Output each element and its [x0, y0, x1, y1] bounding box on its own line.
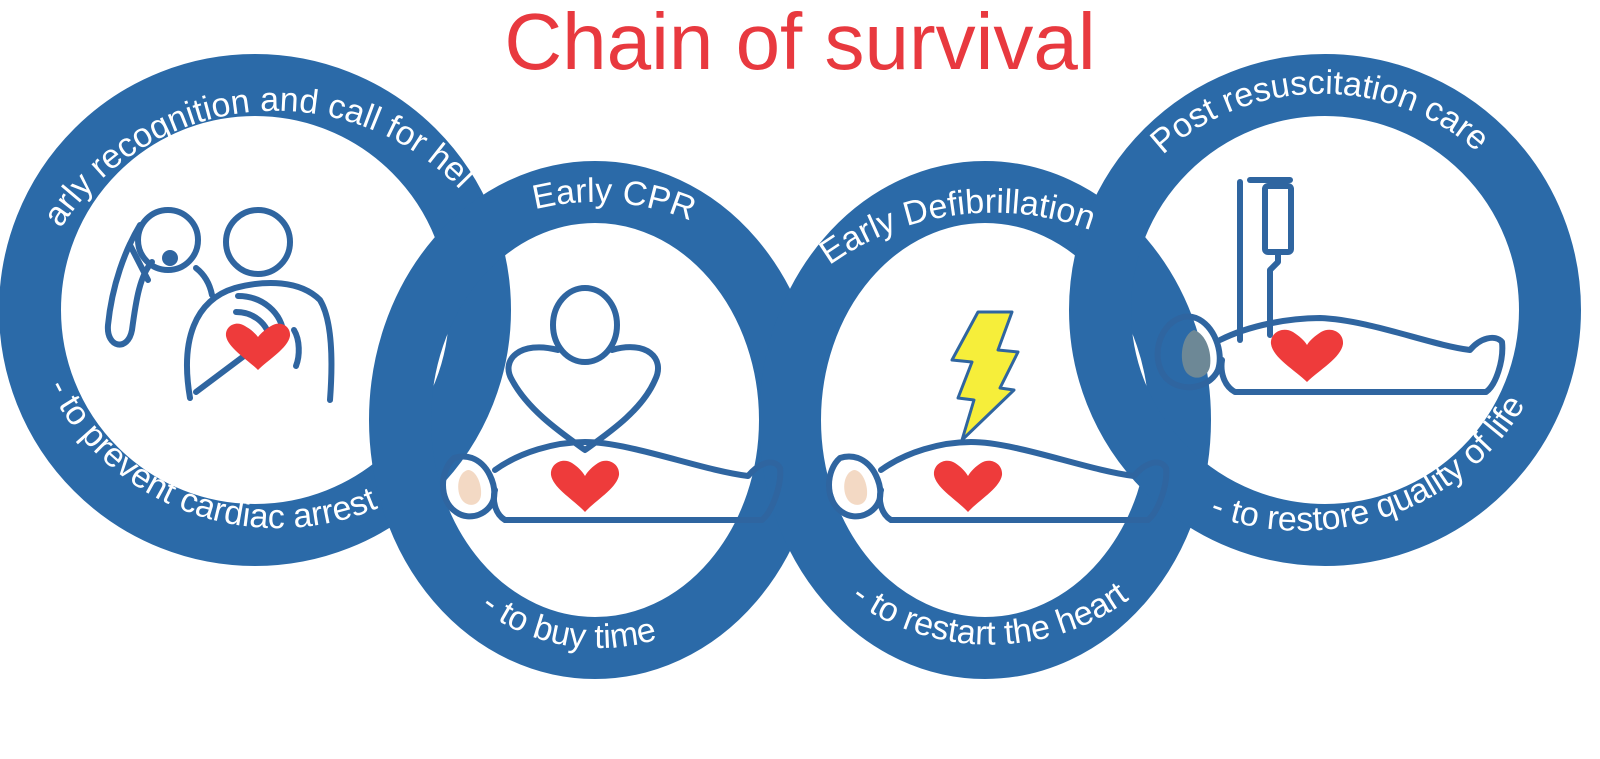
skin-icon	[458, 470, 482, 505]
cpr-icon	[440, 285, 784, 523]
caller-icon	[104, 207, 335, 403]
iv-drip-icon	[1154, 177, 1506, 395]
skin-icon	[844, 470, 868, 505]
heart-icon	[1270, 329, 1344, 382]
page-title: Chain of survival	[504, 0, 1096, 86]
heart-icon	[933, 460, 1003, 512]
ring-3	[759, 161, 1211, 679]
lightning-icon	[950, 310, 1020, 442]
heart-icon	[550, 460, 620, 512]
link-4-subtitle: - to restore quality of life	[1207, 388, 1533, 538]
defibrillation-icon	[826, 439, 1170, 523]
chain-rings	[0, 54, 1581, 679]
ring-1	[0, 54, 511, 566]
link-1-title: Early recognition and call for help	[0, 0, 482, 233]
head-fill-icon	[1181, 330, 1211, 378]
heart-icon	[225, 323, 291, 370]
ring-4	[1069, 54, 1581, 566]
